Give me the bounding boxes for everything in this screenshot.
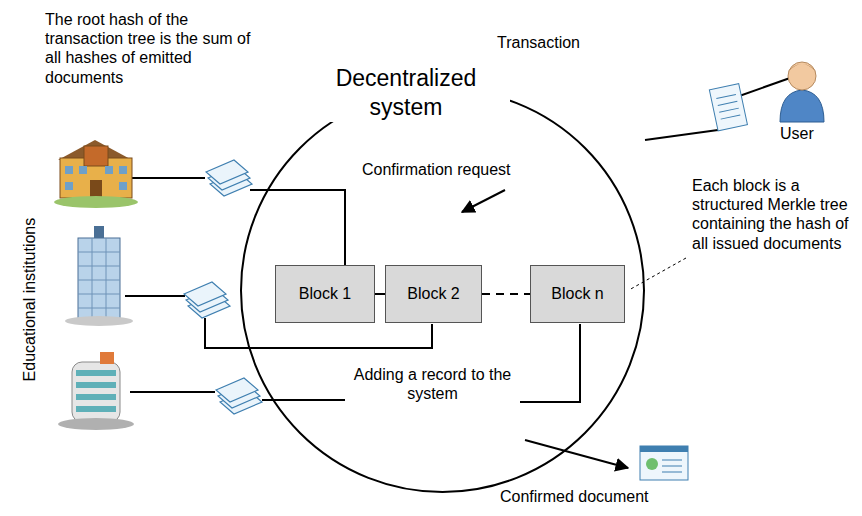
axis-label: Educational institutions — [20, 200, 39, 400]
school-building — [54, 140, 138, 208]
wires — [125, 78, 790, 402]
block-box: Block 2 — [385, 265, 482, 323]
request-arrow — [462, 190, 505, 212]
user-icon — [780, 62, 824, 122]
block-label: Block n — [551, 285, 603, 303]
note-text: Each block is a structured Merkle tree c… — [692, 176, 860, 253]
block-label: Block 1 — [299, 285, 351, 303]
document-stack — [184, 282, 230, 318]
user-label: User — [780, 124, 840, 143]
system-title: Decentralized system — [302, 64, 510, 122]
transaction-label: Transaction — [497, 33, 607, 52]
confirmed-document-icon — [640, 446, 688, 480]
leader-line — [629, 258, 686, 290]
block-box: Block 1 — [275, 265, 375, 323]
action-label: Adding a record to the system — [350, 365, 515, 403]
chain-link — [482, 293, 530, 295]
note-text: The root hash of the transaction tree is… — [45, 10, 263, 87]
output-label: Confirmed document — [500, 487, 675, 506]
system-circle: Decentralized systemBlock 1Block 2Block … — [240, 88, 645, 493]
output-arrow — [525, 440, 628, 468]
transaction-document — [709, 84, 747, 131]
block-box: Block n — [530, 265, 625, 323]
request-label: Confirmation request — [362, 160, 542, 179]
chain-link — [375, 293, 385, 295]
document-stack — [206, 160, 252, 196]
office-building — [58, 352, 134, 430]
tower-building — [65, 226, 133, 326]
block-label: Block 2 — [407, 285, 459, 303]
document-stack — [216, 378, 262, 414]
